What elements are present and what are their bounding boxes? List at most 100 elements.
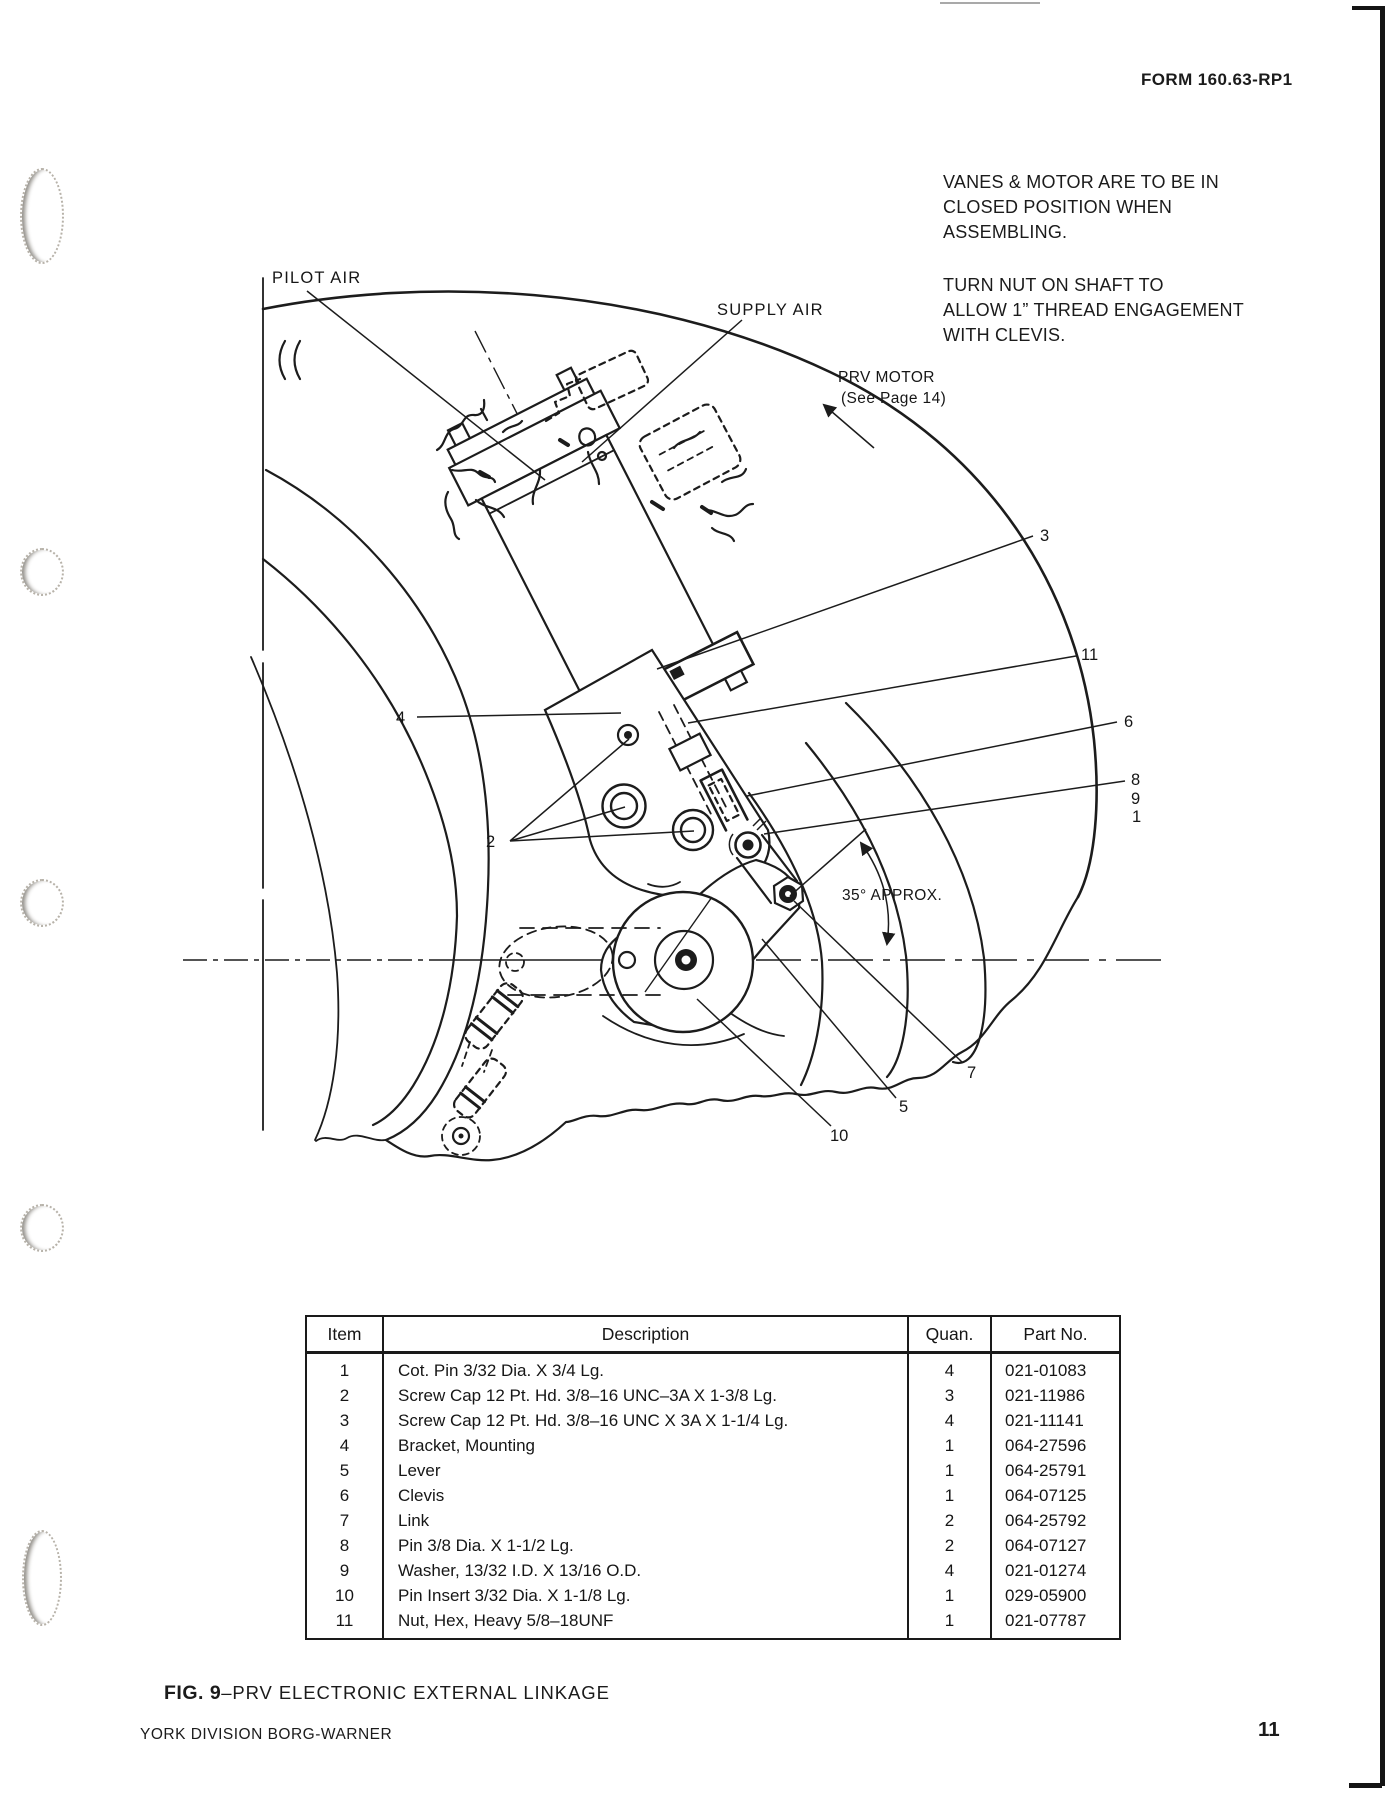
cell-part-no: 064-27596: [990, 1433, 1120, 1458]
cell-description: Nut, Hex, Heavy 5/8–18UNF: [382, 1608, 908, 1639]
callout-11: 11: [1081, 646, 1098, 664]
cell-quantity: 1: [907, 1483, 991, 1508]
table-row: 11 Nut, Hex, Heavy 5/8–18UNF 1 021-07787: [306, 1608, 1120, 1639]
cell-description: Cot. Pin 3/32 Dia. X 3/4 Lg.: [382, 1352, 908, 1383]
cell-part-no: 021-11986: [990, 1383, 1120, 1408]
note-assembly: VANES & MOTOR ARE TO BE IN CLOSED POSITI…: [943, 172, 1219, 242]
cell-part-no: 021-11141: [990, 1408, 1120, 1433]
publisher-footer: YORK DIVISION BORG-WARNER: [140, 1726, 393, 1743]
header-item: Item: [306, 1316, 383, 1354]
cell-item: 4: [339, 1436, 350, 1455]
binder-hole: [22, 1530, 62, 1626]
table-row: 1 Cot. Pin 3/32 Dia. X 3/4 Lg. 4 021-010…: [306, 1352, 1120, 1383]
cell-description: Pin 3/8 Dia. X 1-1/2 Lg.: [382, 1533, 908, 1558]
cell-description: Washer, 13/32 I.D. X 13/16 O.D.: [382, 1558, 908, 1583]
callout-8: 8: [1131, 771, 1140, 789]
page-edge-line: [1380, 6, 1385, 1786]
cell-item: 9: [339, 1561, 350, 1580]
callout-4: 4: [396, 709, 405, 727]
angle-annotation: 35° APPROX.: [789, 828, 942, 947]
cell-quantity: 1: [907, 1608, 991, 1639]
cell-part-no: 064-07125: [990, 1483, 1120, 1508]
cell-part-no: 064-07127: [990, 1533, 1120, 1558]
cell-description: Screw Cap 12 Pt. Hd. 3/8–16 UNC–3A X 1-3…: [382, 1383, 908, 1408]
cell-part-no: 021-01274: [990, 1558, 1120, 1583]
form-number: FORM 160.63-RP1: [1141, 70, 1293, 89]
cell-quantity: 4: [907, 1352, 991, 1383]
cell-description: Lever: [382, 1458, 908, 1483]
mounting-bracket: [543, 648, 771, 898]
vane-shaft-hub: [611, 890, 755, 1034]
page-edge-hook-top: [1352, 6, 1382, 10]
cell-description: Screw Cap 12 Pt. Hd. 3/8–16 UNC X 3A X 1…: [382, 1408, 908, 1433]
page-number: 11: [1258, 1718, 1280, 1741]
binder-hole: [20, 879, 64, 927]
note-nut: TURN NUT ON SHAFT TO ALLOW 1” THREAD ENG…: [943, 275, 1244, 345]
binder-hole: [20, 1204, 64, 1252]
callout-3: 3: [1040, 527, 1049, 545]
table-row: 10 Pin Insert 3/32 Dia. X 1-1/8 Lg. 1 02…: [306, 1583, 1120, 1608]
prv-motor-ref-label: (See Page 14): [841, 390, 946, 407]
binder-hole: [20, 168, 64, 264]
callout-10: 10: [830, 1127, 848, 1145]
cell-description: Pin Insert 3/32 Dia. X 1-1/8 Lg.: [382, 1583, 908, 1608]
pilot-air-label: PILOT AIR: [272, 269, 361, 287]
figure-caption: FIG. 9–PRV ELECTRONIC EXTERNAL LINKAGE: [164, 1682, 610, 1705]
cell-quantity: 1: [907, 1583, 991, 1608]
table-row: 4 Bracket, Mounting 1 064-27596: [306, 1433, 1120, 1458]
table-row: 8 Pin 3/8 Dia. X 1-1/2 Lg. 2 064-07127: [306, 1533, 1120, 1558]
cell-quantity: 4: [907, 1408, 991, 1433]
cell-item: 11: [335, 1611, 354, 1630]
figure-title: –PRV ELECTRONIC EXTERNAL LINKAGE: [221, 1682, 610, 1703]
callout-2: 2: [486, 833, 495, 851]
callouts: 3 11 6 8 9 1 4 2 7 5 10: [396, 527, 1141, 1145]
parts-table-header: Item Description Quan. Part No.: [306, 1316, 1120, 1354]
cell-quantity: 2: [907, 1508, 991, 1533]
cell-description: Bracket, Mounting: [382, 1433, 908, 1458]
cell-part-no: 029-05900: [990, 1583, 1120, 1608]
cell-item: 5: [339, 1461, 350, 1480]
parts-table: Item Description Quan. Part No. 1 Cot. P…: [305, 1315, 1121, 1640]
scan-artifact-line: [940, 2, 1040, 4]
prv-motor-label: PRV MOTOR: [838, 369, 935, 386]
callout-1: 1: [1132, 808, 1141, 826]
table-row: 3 Screw Cap 12 Pt. Hd. 3/8–16 UNC X 3A X…: [306, 1408, 1120, 1433]
page-edge-hook-bottom: [1349, 1783, 1382, 1788]
callout-7: 7: [967, 1064, 976, 1082]
callout-5: 5: [899, 1098, 908, 1116]
cell-item: 2: [339, 1386, 350, 1405]
header-part-no: Part No.: [990, 1316, 1120, 1354]
cell-quantity: 1: [907, 1433, 991, 1458]
internal-linkage-dashed: [441, 925, 663, 1156]
cell-quantity: 3: [907, 1383, 991, 1408]
cell-item: 1: [339, 1361, 350, 1380]
cell-item: 6: [339, 1486, 350, 1505]
cell-item: 8: [339, 1536, 350, 1555]
table-row: 5 Lever 1 064-25791: [306, 1458, 1120, 1483]
header-quantity: Quan.: [907, 1316, 991, 1354]
figure-number: FIG. 9: [164, 1682, 222, 1704]
pilot-piping: [435, 349, 650, 541]
leader-lines: [306, 290, 1126, 1127]
header-description: Description: [382, 1316, 908, 1354]
cell-part-no: 064-25792: [990, 1508, 1120, 1533]
binder-hole: [20, 548, 64, 596]
table-row: 2 Screw Cap 12 Pt. Hd. 3/8–16 UNC–3A X 1…: [306, 1383, 1120, 1408]
cell-item: 10: [335, 1586, 354, 1605]
cell-item: 3: [339, 1411, 350, 1430]
cell-quantity: 4: [907, 1558, 991, 1583]
prv-motor-drawing: [638, 403, 755, 543]
cell-item: 7: [339, 1511, 350, 1530]
break-edge: [315, 895, 1080, 1162]
callout-9: 9: [1131, 790, 1140, 808]
supply-air-label: SUPPLY AIR: [717, 301, 824, 319]
callout-6: 6: [1124, 713, 1133, 731]
cell-part-no: 021-01083: [990, 1352, 1120, 1383]
shaft-nut-clevis: [658, 704, 749, 832]
cell-part-no: 021-07787: [990, 1608, 1120, 1639]
cell-description: Clevis: [382, 1483, 908, 1508]
cell-quantity: 1: [907, 1458, 991, 1483]
table-row: 7 Link 2 064-25792: [306, 1508, 1120, 1533]
